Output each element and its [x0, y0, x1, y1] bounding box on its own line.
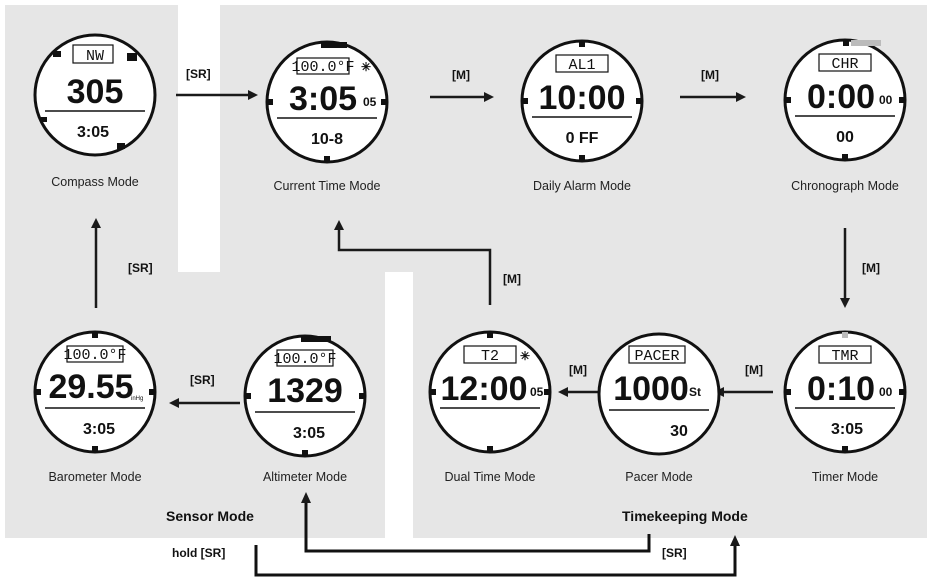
pacer-rate: 30	[670, 423, 688, 440]
arrow-current-to-alarm	[430, 92, 494, 102]
light-icon: ✳	[361, 60, 371, 74]
barometer-pressure: 29.55	[48, 368, 133, 406]
key-label-m-1: [M]	[452, 68, 470, 82]
compass-mode-label: Compass Mode	[51, 175, 139, 189]
chrono-hundredths: 00	[879, 93, 893, 107]
dual-time-value: 12:00	[441, 370, 528, 408]
chrono-time: 0:00	[807, 78, 875, 116]
altimeter-temperature: 100.0°F	[273, 351, 336, 368]
current-time-mode-label: Current Time Mode	[274, 179, 381, 193]
pacer-label: PACER	[634, 348, 679, 365]
watch-compass: NW 305 3:05	[33, 33, 157, 157]
barometer-temperature: 100.0°F	[63, 347, 126, 364]
altimeter-time: 3:05	[293, 425, 325, 442]
arrow-chrono-to-timer	[840, 228, 850, 308]
timekeeping-mode-title: Timekeeping Mode	[622, 508, 748, 524]
watch-daily-alarm: AL1 10:00 0 FF	[520, 39, 644, 163]
key-label-m-3: [M]	[862, 261, 880, 275]
compass-bearing: 305	[67, 73, 124, 111]
current-seconds: 05	[363, 95, 377, 109]
watch-altimeter: 100.0°F 1329 3:05	[243, 334, 367, 458]
compass-time: 3:05	[77, 124, 109, 141]
arrow-pacer-to-dualtime	[558, 387, 600, 397]
current-temperature: 100.0°F	[291, 59, 354, 76]
current-time: 3:05	[289, 80, 357, 118]
altimeter-mode-label: Altimeter Mode	[263, 470, 347, 484]
arrow-altimeter-to-barometer	[169, 398, 240, 408]
arrow-compass-to-current	[176, 90, 258, 100]
watch-barometer: 100.0°F 29.55 inHg 3:05	[33, 330, 157, 454]
arrow-barometer-to-compass	[91, 218, 101, 308]
key-label-sr-1: [SR]	[186, 67, 211, 81]
current-date: 10-8	[311, 131, 343, 148]
compass-direction: NW	[86, 48, 104, 65]
key-label-m-4: [M]	[745, 363, 763, 377]
timer-seconds: 00	[879, 385, 893, 399]
timer-current-time: 3:05	[831, 421, 863, 438]
arrow-alarm-to-chrono	[680, 92, 746, 102]
pacer-unit: St	[689, 385, 701, 399]
dual-time-seconds: 05	[530, 385, 544, 399]
pacer-count: 1000	[613, 370, 689, 408]
timekeeping-mode-panel	[220, 5, 927, 538]
chrono-label: CHR	[831, 56, 858, 73]
light-icon: ✳	[520, 349, 530, 363]
bezel-ticks	[92, 34, 98, 36]
key-label-m-2: [M]	[701, 68, 719, 82]
watch-current-time: 100.0°F ✳ 3:05 05 10-8	[265, 40, 389, 164]
timer-label: TMR	[831, 348, 858, 365]
key-label-sr-4: [SR]	[662, 546, 687, 560]
arrow-timekeeping-to-sensor	[301, 492, 651, 553]
barometer-unit: inHg	[131, 396, 143, 402]
dual-time-label: T2	[481, 348, 499, 365]
watch-timer: TMR 0:10 00 3:05	[783, 330, 907, 454]
sensor-mode-title: Sensor Mode	[166, 508, 254, 524]
chrono-lap: 00	[836, 129, 854, 146]
timer-mode-label: Timer Mode	[812, 470, 878, 484]
dual-time-mode-label: Dual Time Mode	[444, 470, 535, 484]
chronograph-mode-label: Chronograph Mode	[791, 179, 899, 193]
key-label-hold-sr: hold [SR]	[172, 546, 225, 560]
key-label-m-6: [M]	[503, 272, 521, 286]
arrow-sensor-to-timekeeping	[254, 535, 740, 577]
key-label-sr-3: [SR]	[190, 373, 215, 387]
altimeter-altitude: 1329	[267, 372, 343, 410]
alarm-status: 0 FF	[566, 130, 599, 147]
daily-alarm-mode-label: Daily Alarm Mode	[533, 179, 631, 193]
watch-chronograph: CHR 0:00 00 00	[783, 38, 907, 162]
watch-dual-time: T2 ✳ 12:00 05	[428, 330, 552, 454]
key-label-sr-2: [SR]	[128, 261, 153, 275]
alarm-number: AL1	[568, 57, 595, 74]
timer-time: 0:10	[807, 370, 875, 408]
barometer-time: 3:05	[83, 421, 115, 438]
alarm-time: 10:00	[539, 79, 626, 117]
barometer-mode-label: Barometer Mode	[48, 470, 141, 484]
pacer-mode-label: Pacer Mode	[625, 470, 692, 484]
arrow-dualtime-to-current	[334, 220, 492, 305]
key-label-m-5: [M]	[569, 363, 587, 377]
watch-pacer: PACER 1000 St 30	[597, 332, 721, 456]
